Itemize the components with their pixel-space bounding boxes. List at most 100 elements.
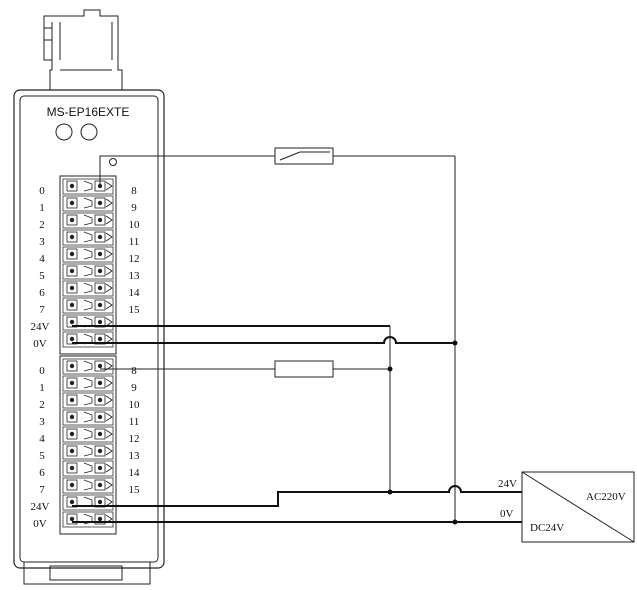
label-top-right-13: 13 (129, 270, 141, 282)
label-top-right-8: 8 (131, 185, 137, 197)
label-bottom-left-7: 7 (39, 484, 45, 496)
module-top-clip (43, 9, 123, 91)
terminal-screw-dot-left (69, 363, 75, 369)
terminal-screw-dot-left (69, 285, 75, 291)
terminal-lever (83, 282, 93, 294)
label-top-right-11: 11 (129, 236, 140, 248)
terminal-screw-dot-right (97, 234, 103, 240)
label-bottom-left-0: 0 (39, 365, 45, 377)
terminal-screw-dot-right (97, 336, 103, 342)
terminal-lever (83, 428, 93, 440)
terminal-screw-dot-left (69, 268, 75, 274)
terminal-screw-dot-left (69, 234, 75, 240)
label-top-left-7: 7 (39, 304, 45, 316)
label-top-left-0v: 0V (33, 338, 47, 350)
terminal-lever-right (105, 198, 113, 208)
terminal-screw-dot-right (97, 200, 103, 206)
junction-dot (387, 366, 393, 372)
module-model-label: MS-EP16EXTE (47, 105, 130, 119)
label-top-left-1: 1 (39, 202, 45, 214)
terminal-screw-dot-left (69, 465, 75, 471)
terminal-lever (83, 180, 93, 192)
terminal-screw-dot-right (97, 363, 103, 369)
terminal-screw-dot-left (69, 217, 75, 223)
label-bottom-left-6: 6 (39, 467, 45, 479)
terminal-lever-right (105, 412, 113, 422)
terminal-lever (83, 214, 93, 226)
terminal-screw-dot-left (69, 319, 75, 325)
terminal-lever-right (105, 232, 113, 242)
terminal-lever-right (105, 215, 113, 225)
psu-output-label: DC24V (530, 522, 564, 534)
psu-terminal-0v-label: 0V (500, 508, 514, 520)
terminal-screw-dot-left (69, 482, 75, 488)
label-bottom-right-11: 11 (129, 416, 140, 428)
terminal-screw-dot-right (97, 285, 103, 291)
small-indicator-circle (109, 158, 117, 166)
label-top-left-24v: 24V (31, 321, 50, 333)
label-top-left-5: 5 (39, 270, 45, 282)
terminal-lever-right (105, 463, 113, 473)
label-bottom-left-0v: 0V (33, 518, 47, 530)
label-top-left-0: 0 (39, 185, 45, 197)
terminal-screw-dot-left (69, 380, 75, 386)
label-bottom-left-2: 2 (39, 399, 45, 411)
terminal-screw-dot-right (97, 251, 103, 257)
label-top-right-9: 9 (131, 202, 137, 214)
terminal-lever-right (105, 317, 113, 327)
terminal-lever-right (105, 446, 113, 456)
terminal-lever (83, 360, 93, 372)
label-bottom-left-1: 1 (39, 382, 45, 394)
terminal-screw-dot-right (97, 319, 103, 325)
terminal-screw-dot-right (97, 217, 103, 223)
terminal-screw-dot-left (69, 431, 75, 437)
terminal-lever-right (105, 395, 113, 405)
terminal-lever-right (105, 497, 113, 507)
terminal-screw-dot-right (97, 516, 103, 522)
terminal-screw-dot-left (69, 251, 75, 257)
module-foot (23, 562, 151, 585)
label-bottom-right-15: 15 (129, 484, 141, 496)
label-bottom-left-24v: 24V (31, 501, 50, 513)
terminal-screw-dot-left (69, 302, 75, 308)
terminal-screw-dot-right (97, 397, 103, 403)
led-indicator-1 (55, 123, 73, 141)
terminal-screw-dot-right (97, 482, 103, 488)
label-bottom-right-12: 12 (129, 433, 140, 445)
terminal-labels: 0 1 2 3 4 5 6 7 24V 0V 8 9 10 11 12 13 1… (31, 185, 140, 530)
terminal-screw-dot-right (97, 448, 103, 454)
terminal-lever-right (105, 378, 113, 388)
label-top-right-14: 14 (129, 287, 141, 299)
junction-dot (452, 340, 458, 346)
label-bottom-left-5: 5 (39, 450, 45, 462)
terminal-screw-dot-right (97, 414, 103, 420)
terminal-rows (62, 178, 114, 528)
terminal-lever-right (105, 429, 113, 439)
terminal-lever (83, 197, 93, 209)
terminal-screw-dot-left (69, 397, 75, 403)
terminal-lever (83, 462, 93, 474)
label-top-left-3: 3 (39, 236, 45, 248)
terminal-screw-dot-left (69, 200, 75, 206)
terminal-screw-dot-left (69, 336, 75, 342)
label-bottom-left-3: 3 (39, 416, 45, 428)
switch-icon (274, 147, 334, 165)
terminal-lever (83, 231, 93, 243)
label-bottom-right-14: 14 (129, 467, 141, 479)
label-top-left-2: 2 (39, 219, 45, 231)
power-supply: AC220V DC24V 24V 0V (498, 471, 635, 543)
label-bottom-right-13: 13 (129, 450, 141, 462)
junction-dot (387, 489, 393, 495)
terminal-lever-right (105, 480, 113, 490)
terminal-screw-dot-left (69, 414, 75, 420)
terminal-lever (83, 265, 93, 277)
psu-input-label: AC220V (586, 491, 626, 503)
module-inner-border (19, 95, 159, 563)
terminal-lever (83, 299, 93, 311)
junction-dot (452, 519, 458, 525)
terminal-screw-dot-left (69, 499, 75, 505)
terminal-screw-dot-right (97, 431, 103, 437)
terminal-lever (83, 394, 93, 406)
terminal-screw-dot-left (69, 516, 75, 522)
